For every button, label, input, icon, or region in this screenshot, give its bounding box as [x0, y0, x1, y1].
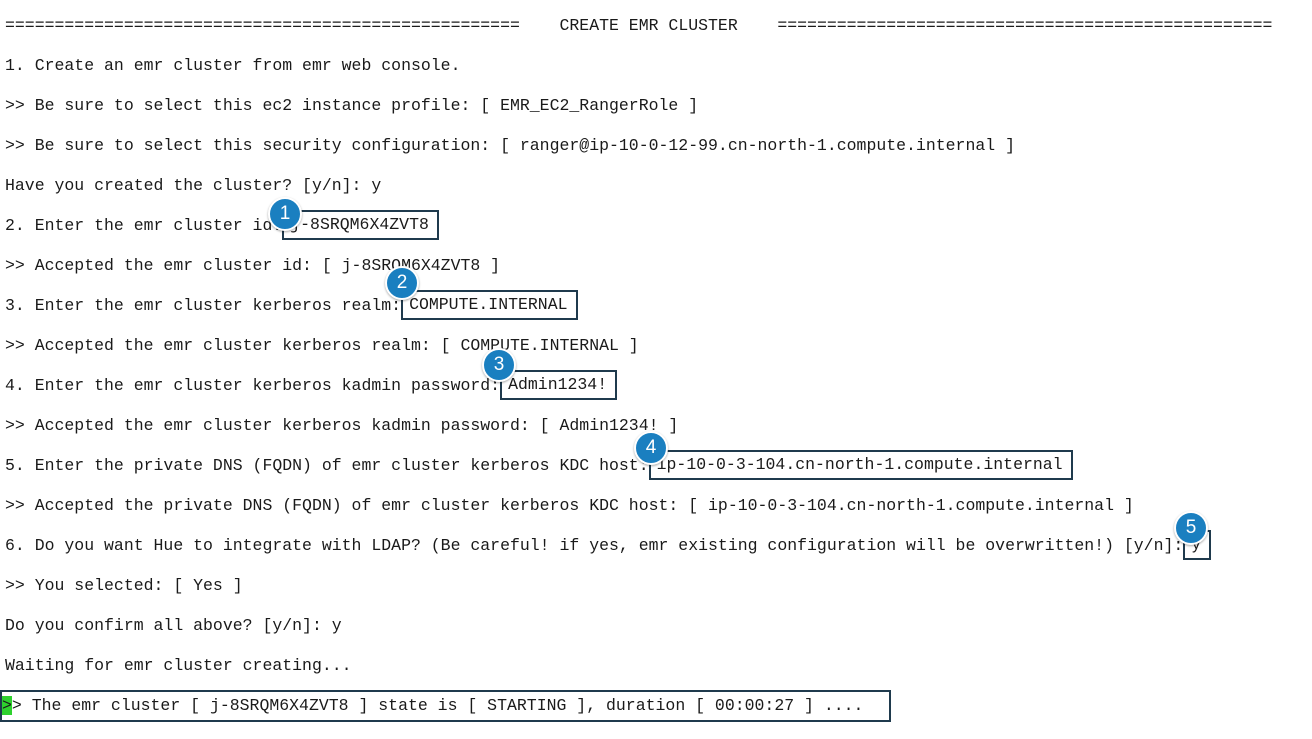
kerberos-realm-input[interactable]: COMPUTE.INTERNAL	[401, 290, 578, 320]
kdc-host-line: 5. Enter the private DNS (FQDN) of emr c…	[5, 450, 1312, 496]
confirm-all-prompt: Do you confirm all above? [y/n]: y	[5, 616, 342, 635]
kdc-host-accepted: >> Accepted the private DNS (FQDN) of em…	[5, 496, 1134, 515]
kadmin-password-prompt: 4. Enter the emr cluster kerberos kadmin…	[5, 376, 501, 395]
cluster-created-prompt: Have you created the cluster? [y/n]: y	[5, 176, 382, 195]
cluster-id-accepted: >> Accepted the emr cluster id: [ j-8SRQ…	[5, 256, 501, 275]
step1-line: 1. Create an emr cluster from emr web co…	[5, 56, 461, 75]
cluster-state-line: >> The emr cluster [ j-8SRQM6X4ZVT8 ] st…	[0, 690, 1312, 736]
kadmin-password-accepted: >> Accepted the emr cluster kerberos kad…	[5, 416, 679, 435]
header-right-rule: ========================================…	[777, 16, 1273, 35]
kadmin-password-line: 4. Enter the emr cluster kerberos kadmin…	[5, 370, 1312, 416]
step-marker-1: 1	[268, 197, 302, 231]
cluster-state-box: >> The emr cluster [ j-8SRQM6X4ZVT8 ] st…	[0, 690, 892, 722]
hue-ldap-prompt: 6. Do you want Hue to integrate with LDA…	[5, 536, 1184, 555]
step-marker-2: 2	[385, 266, 419, 300]
kerberos-realm-accepted: >> Accepted the emr cluster kerberos rea…	[5, 336, 639, 355]
hue-ldap-selected: >> You selected: [ Yes ]	[5, 576, 243, 595]
terminal-cursor: >	[2, 696, 12, 715]
cluster-id-input[interactable]: j-8SRQM6X4ZVT8	[282, 210, 439, 240]
instance-profile-note: >> Be sure to select this ec2 instance p…	[5, 96, 699, 115]
step-marker-3: 3	[482, 348, 516, 382]
kadmin-password-input[interactable]: Admin1234!	[500, 370, 618, 400]
step-marker-5: 5	[1174, 511, 1208, 545]
kdc-host-prompt: 5. Enter the private DNS (FQDN) of emr c…	[5, 456, 649, 475]
hue-ldap-line: 6. Do you want Hue to integrate with LDA…	[5, 530, 1312, 576]
cluster-id-line: 2. Enter the emr cluster id:j-8SRQM6X4ZV…	[5, 210, 1312, 256]
cluster-state-text: > The emr cluster [ j-8SRQM6X4ZVT8 ] sta…	[11, 696, 864, 715]
step-marker-4: 4	[634, 431, 668, 465]
header-line: ========================================…	[5, 16, 1312, 56]
waiting-status: Waiting for emr cluster creating...	[5, 656, 352, 675]
security-config-note: >> Be sure to select this security confi…	[5, 136, 1015, 155]
page-title: CREATE EMR CLUSTER	[559, 16, 738, 35]
terminal-output: ========================================…	[0, 16, 1312, 736]
header-left-rule: ========================================…	[5, 16, 520, 35]
kdc-host-input[interactable]: ip-10-0-3-104.cn-north-1.compute.interna…	[648, 450, 1073, 480]
cluster-id-prompt: 2. Enter the emr cluster id:	[5, 216, 283, 235]
kerberos-realm-prompt: 3. Enter the emr cluster kerberos realm:	[5, 296, 402, 315]
kerberos-realm-line: 3. Enter the emr cluster kerberos realm:…	[5, 290, 1312, 336]
